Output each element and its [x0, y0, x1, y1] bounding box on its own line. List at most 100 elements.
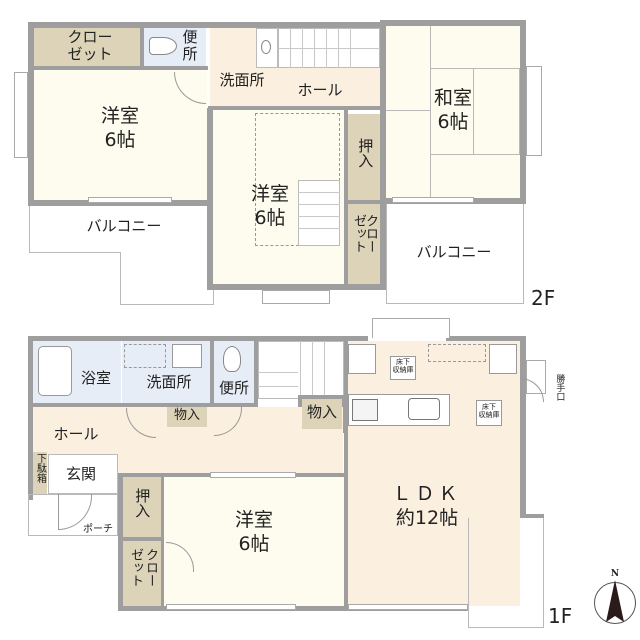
underfloor-storage-2 — [476, 400, 502, 426]
sink-icon — [172, 344, 202, 368]
wall — [210, 341, 214, 405]
hall-2f — [270, 68, 380, 108]
kitchen-sink-icon — [408, 398, 440, 420]
closet-1f-label: クロー ゼット — [124, 548, 160, 604]
fridge-space — [348, 344, 376, 374]
storage-stairs-1f-overlay — [302, 399, 342, 429]
cupboard-outline — [428, 344, 486, 362]
balcony-west-lower — [121, 240, 213, 304]
wall — [344, 341, 348, 609]
stair-void-outline — [255, 113, 340, 246]
closet-1f-label-col1: クロー — [143, 548, 158, 587]
hall-1f-label: ホール — [53, 425, 99, 443]
toilet-fixture-icon — [149, 37, 177, 55]
bathtub-icon — [38, 346, 72, 396]
oshiire-1f-label: 押入 — [133, 488, 152, 518]
entrance-label: 玄関 — [65, 465, 96, 483]
bathroom-1f-label: 浴室 — [80, 369, 111, 387]
underfloor-storage-1 — [390, 356, 416, 380]
window — [526, 66, 542, 156]
western-nw-2f-size: 6帖 — [104, 129, 136, 151]
storage-stairs-1f-label-overlay: 物入 — [306, 403, 337, 421]
western-center-2f-name: 洋室 — [250, 183, 289, 205]
wall — [380, 20, 386, 290]
wall — [344, 110, 348, 286]
underfloor-storage-2-label: 床下 収納庫 — [478, 403, 500, 420]
sink-icon — [261, 40, 271, 54]
wall — [161, 477, 164, 607]
wall — [520, 336, 526, 518]
storage-small-1f-overlay — [167, 407, 207, 427]
wall — [28, 403, 258, 407]
window — [88, 197, 172, 203]
underfloor-storage-1-label: 床下 収納庫 — [392, 358, 414, 375]
closet-nw-2f-label: クロー ゼット — [67, 28, 113, 64]
closet-center-2f-label-col1: クロー — [363, 214, 378, 253]
wall — [34, 66, 208, 70]
wall — [258, 336, 368, 341]
back-door-label: 勝手口 — [554, 374, 565, 401]
toilet-1f-label: 便所 — [218, 379, 249, 397]
closet-nw-2f — [34, 28, 140, 66]
terrace — [469, 606, 519, 626]
ldk-size: 約12帖 — [395, 507, 459, 529]
wall — [520, 20, 526, 204]
wall — [28, 336, 33, 454]
oshiire-2f-label: 押入 — [356, 138, 375, 168]
japanese-room-2f — [386, 26, 520, 198]
western-1f-name: 洋室 — [234, 509, 273, 531]
wall — [28, 22, 386, 28]
wall — [254, 341, 258, 405]
wall — [207, 284, 386, 290]
oshiire-2f — [348, 114, 380, 202]
balcony-west-label: バルコニー — [86, 217, 162, 235]
western-nw-2f — [34, 70, 207, 200]
wall — [344, 200, 384, 204]
wall — [28, 200, 213, 206]
porch-label: ポーチ — [83, 524, 113, 535]
closet-1f-label-col2: ゼット — [127, 548, 143, 587]
shoe-box — [33, 452, 47, 494]
ldk — [348, 341, 520, 606]
western-1f-size: 6帖 — [238, 533, 270, 555]
hall-2f-label: ホール — [297, 81, 343, 99]
wall — [140, 28, 144, 68]
western-1f — [164, 477, 344, 606]
wall — [28, 22, 34, 206]
washer-space — [124, 344, 166, 368]
wall — [28, 336, 258, 341]
wall — [386, 20, 526, 26]
balcony-east-label: バルコニー — [416, 243, 492, 261]
washroom-2f-label: 洗面所 — [219, 71, 265, 89]
stove-icon — [352, 399, 378, 421]
washroom-1f-label: 洗面所 — [146, 373, 192, 391]
wall — [119, 537, 165, 541]
japanese-room-2f-name: 和室 — [433, 87, 472, 109]
toilet-2f-label: 便 所 — [182, 28, 198, 64]
window — [166, 604, 296, 610]
entrance — [48, 454, 118, 494]
ldk-name: ＬＤＫ — [392, 483, 462, 505]
window — [392, 197, 474, 203]
bay-window — [372, 318, 450, 338]
window — [210, 472, 296, 478]
oshiire-1f — [123, 477, 161, 537]
balcony-east-outline — [386, 202, 524, 304]
western-center-2f-size: 6帖 — [254, 207, 286, 229]
floor-label-2f: 2F — [531, 286, 556, 310]
pantry-space — [489, 344, 517, 374]
stairs-1f — [258, 341, 344, 399]
toilet-fixture-icon — [223, 346, 241, 372]
terrace-outline — [468, 518, 544, 628]
storage-small-1f-label-overlay: 物入 — [173, 408, 200, 423]
wall — [208, 106, 386, 110]
western-nw-2f-name: 洋室 — [100, 105, 139, 127]
compass-north-label: N — [610, 569, 620, 579]
bay-window — [262, 290, 330, 304]
north-arrow-icon — [606, 580, 624, 622]
wall — [28, 450, 33, 500]
window — [348, 604, 468, 610]
closet-center-2f-label-col2: ゼット — [350, 214, 366, 253]
wall — [520, 514, 544, 518]
closet-center-2f — [348, 204, 380, 284]
